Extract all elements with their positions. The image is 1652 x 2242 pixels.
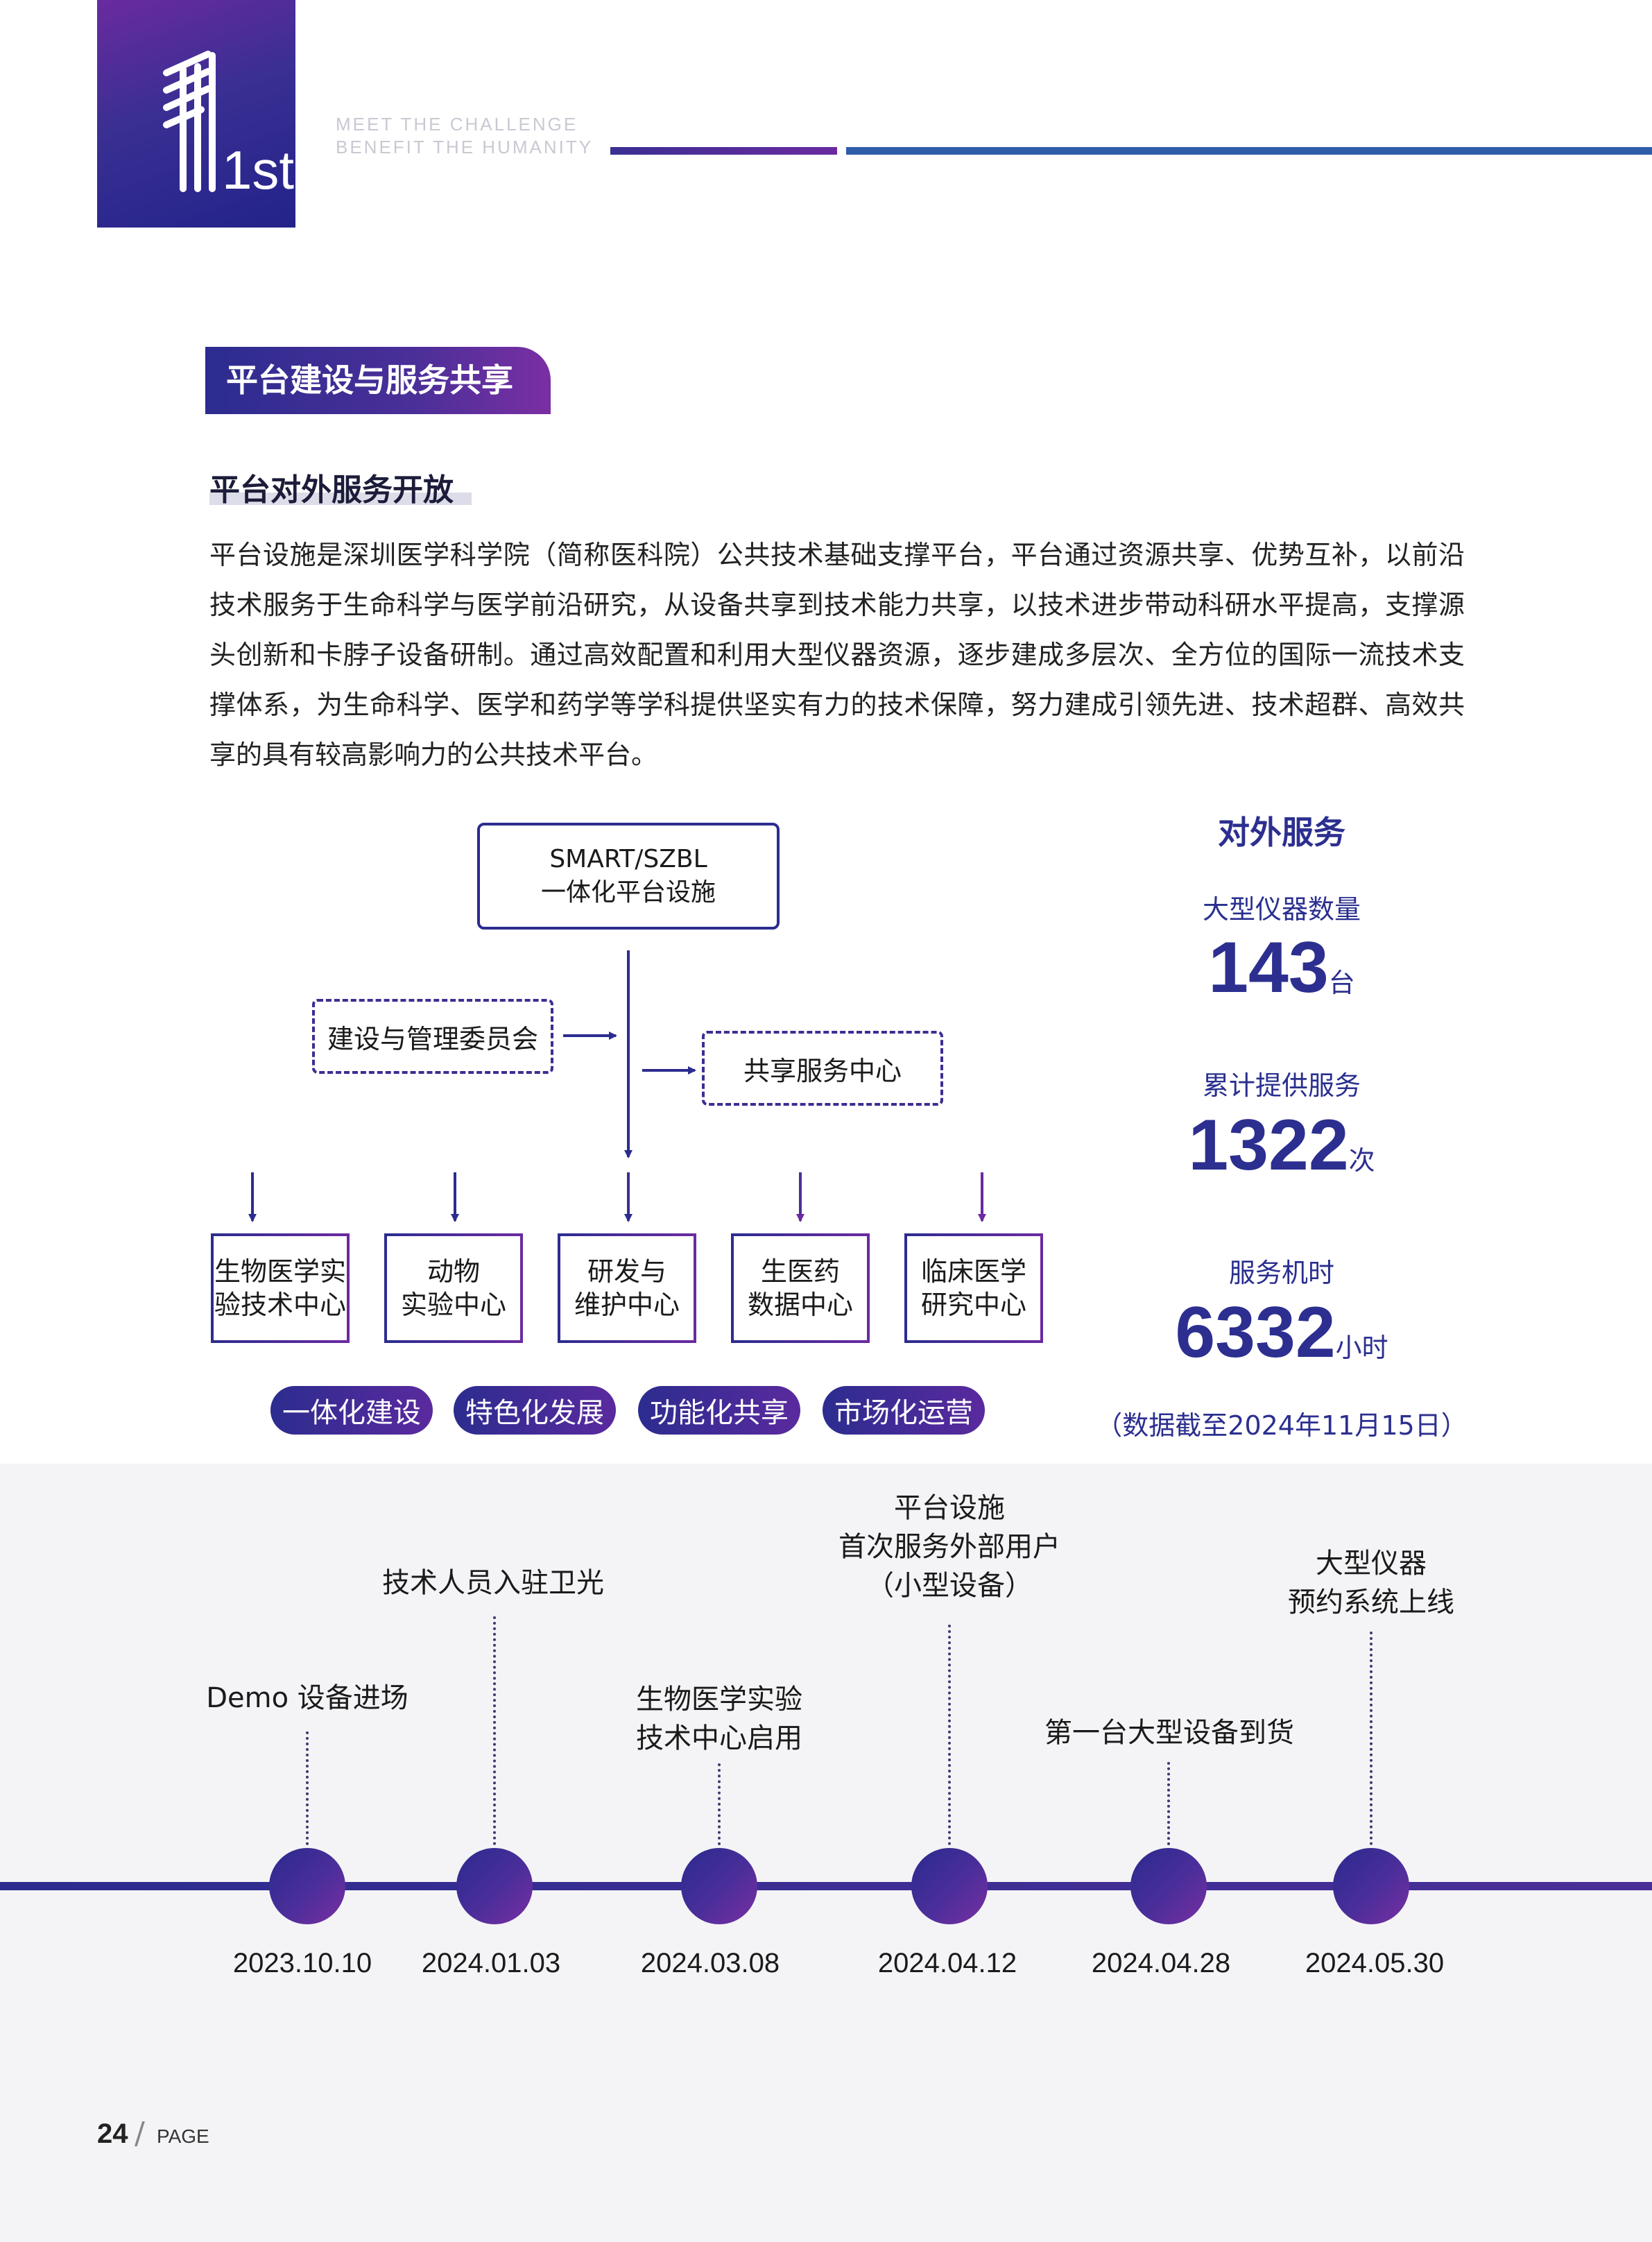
stat-unit: 次	[1348, 1145, 1375, 1176]
page-label: PAGE	[157, 2125, 209, 2147]
timeline-event-line: 生物医学实验	[636, 1684, 802, 1715]
page-divider: /	[135, 2116, 145, 2151]
timeline-event-line: 首次服务外部用户	[838, 1531, 1060, 1563]
timeline-connector	[948, 1625, 951, 1845]
timeline-event-line: 技术人员入驻卫光	[382, 1567, 604, 1599]
org-center-line2: 实验中心	[400, 1290, 506, 1320]
org-center-line2: 维护中心	[574, 1290, 680, 1320]
org-center-line1: 生医药	[760, 1256, 840, 1287]
stat-unit: 小时	[1335, 1333, 1388, 1363]
stat-number: 1322	[1188, 1105, 1349, 1186]
timeline-date: 2024.04.12	[877, 1948, 1017, 1978]
principle-pill: 一体化建设	[270, 1386, 433, 1435]
org-center-line1: 研发与	[587, 1256, 666, 1287]
timeline-dot	[269, 1848, 345, 1924]
timeline-dot	[1130, 1848, 1207, 1924]
org-center-box: 生医药数据中心	[731, 1233, 870, 1343]
org-center-box: 临床医学研究中心	[904, 1233, 1043, 1343]
stats-title: 对外服务	[1218, 814, 1345, 851]
timeline-dot	[911, 1848, 988, 1924]
timeline-dot	[681, 1848, 757, 1924]
section-tag: 平台建设与服务共享	[205, 347, 551, 414]
timeline-date: 2024.04.28	[1091, 1948, 1231, 1978]
timeline-event-line: 预约系统上线	[1288, 1586, 1454, 1618]
timeline-event: 平台设施 首次服务外部用户 （小型设备）	[811, 1489, 1088, 1605]
principle-pill: 特色化发展	[454, 1386, 616, 1435]
org-center-line2: 数据中心	[747, 1290, 853, 1320]
timeline-date: 2023.10.10	[232, 1948, 372, 1978]
timeline-event-line: 第一台大型设备到货	[1044, 1717, 1294, 1749]
subtitle: 平台对外服务开放	[209, 472, 454, 508]
timeline-event-line: （小型设备）	[866, 1570, 1033, 1602]
stat-label: 大型仪器数量	[1202, 894, 1361, 925]
org-center-line1: 生物医学实	[214, 1256, 346, 1287]
principle-pill: 功能化共享	[638, 1386, 800, 1435]
org-center-line2: 验技术中心	[214, 1290, 346, 1320]
org-center-box: 生物医学实验技术中心	[211, 1233, 350, 1343]
stat-value: 1322次	[1074, 1104, 1490, 1187]
logo: 1st	[97, 0, 295, 228]
stat-number: 143	[1208, 927, 1329, 1008]
timeline-dot	[456, 1848, 533, 1924]
timeline-event: Demo 设备进场	[169, 1679, 446, 1718]
subtitle-underline	[209, 493, 472, 505]
org-top-box: SMART/SZBL 一体化平台设施	[477, 823, 780, 930]
org-top-line2: 一体化平台设施	[540, 878, 716, 907]
org-center-line1: 临床医学	[920, 1256, 1026, 1287]
logo-1st-icon: 1st	[163, 51, 294, 200]
tagline-line1: MEET THE CHALLENGE	[336, 114, 578, 135]
timeline-connector	[306, 1731, 309, 1845]
tagline-line2: BENEFIT THE HUMANITY	[336, 137, 594, 157]
tagline: MEET THE CHALLENGE BENEFIT THE HUMANITY	[336, 113, 593, 159]
intro-paragraph: 平台设施是深圳医学科学院（简称医科院）公共技术基础支撑平台，平台通过资源共享、优…	[209, 540, 1465, 770]
stat-label: 服务机时	[1228, 1258, 1334, 1288]
timeline-date: 2024.05.30	[1305, 1948, 1445, 1978]
stat-unit: 台	[1328, 968, 1355, 998]
org-committee-label: 建设与管理委员会	[327, 1023, 538, 1054]
header-bar-purple	[610, 147, 837, 155]
timeline-axis	[0, 1882, 1652, 1890]
org-center-line2: 研究中心	[920, 1290, 1026, 1320]
timeline-event-line: 大型仪器	[1316, 1548, 1427, 1580]
timeline-date: 2024.03.08	[640, 1948, 780, 1978]
header-bar-blue	[846, 147, 1652, 155]
timeline-dot	[1333, 1848, 1409, 1924]
timeline-connector	[1167, 1762, 1170, 1845]
stats-note: （数据截至2024年11月15日）	[1096, 1410, 1468, 1441]
stat-value: 6332小时	[1074, 1292, 1490, 1374]
stat-number: 6332	[1175, 1292, 1336, 1373]
principle-pill: 市场化运营	[823, 1386, 985, 1435]
org-center-line1: 动物	[427, 1256, 480, 1287]
timeline-event: 生物医学实验 技术中心启用	[580, 1680, 858, 1758]
timeline-event-line: 平台设施	[894, 1492, 1005, 1524]
org-center-box: 研发与维护中心	[558, 1233, 696, 1343]
org-chart-connectors	[248, 950, 986, 1222]
logo-text: 1st	[222, 139, 294, 200]
org-top-line1: SMART/SZBL	[549, 845, 707, 873]
org-committee-box: 建设与管理委员会	[312, 999, 553, 1074]
stat-value: 143台	[1074, 927, 1490, 1009]
timeline-event: 第一台大型设备到货	[1031, 1713, 1308, 1752]
org-service-center-label: 共享服务中心	[743, 1055, 902, 1086]
timeline-event-line: 技术中心启用	[636, 1722, 802, 1754]
timeline-connector	[493, 1616, 496, 1845]
timeline-event: 技术人员入驻卫光	[354, 1564, 632, 1602]
timeline-event: 大型仪器 预约系统上线	[1232, 1544, 1510, 1622]
stat-label: 累计提供服务	[1202, 1070, 1361, 1101]
org-center-box: 动物实验中心	[384, 1233, 523, 1343]
org-service-center-box: 共享服务中心	[702, 1031, 943, 1106]
page-number: 24	[97, 2119, 128, 2149]
timeline-connector	[1370, 1632, 1373, 1845]
timeline-connector	[718, 1763, 721, 1845]
timeline-date: 2024.01.03	[421, 1948, 561, 1978]
timeline-event-line: Demo 设备进场	[206, 1682, 408, 1714]
